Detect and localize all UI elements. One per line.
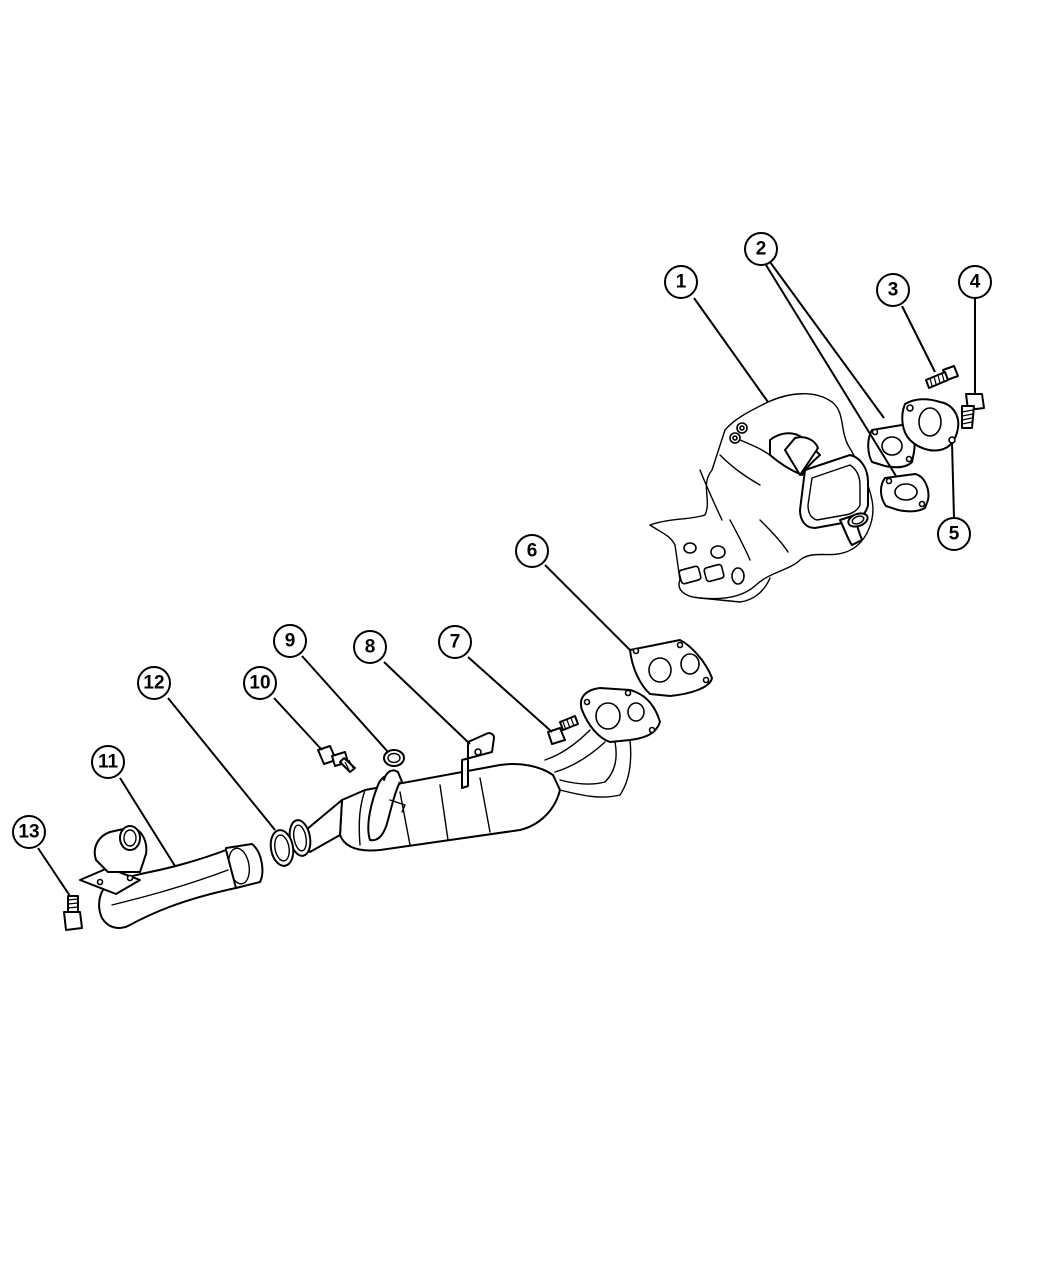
callout-8: 8 (353, 630, 387, 664)
callout-2: 2 (744, 232, 778, 266)
bolt-13-part (63, 895, 83, 931)
leader-8 (383, 661, 471, 745)
callout-9: 9 (273, 624, 307, 658)
leader-3 (901, 305, 936, 373)
callout-1-label: 1 (676, 272, 687, 293)
callout-1: 1 (664, 265, 698, 299)
callout-4: 4 (958, 265, 992, 299)
callout-2-label: 2 (756, 239, 767, 260)
callout-12-label: 12 (143, 673, 164, 694)
leader-11 (119, 777, 176, 867)
callout-9-label: 9 (285, 631, 296, 652)
callouts: 1 2 3 4 5 6 7 8 (12, 232, 992, 849)
sensor-10-part (317, 745, 356, 773)
leader-13 (37, 847, 71, 897)
leader-9 (301, 655, 389, 753)
callout-3-label: 3 (888, 280, 899, 301)
leader-12 (167, 697, 276, 831)
callout-5-label: 5 (949, 524, 960, 545)
callout-4-label: 4 (970, 272, 981, 293)
bolt-4-part (961, 393, 985, 429)
leader-10 (273, 697, 323, 751)
callout-10-label: 10 (249, 673, 270, 694)
callout-11: 11 (91, 745, 125, 779)
callout-7-label: 7 (450, 632, 461, 653)
callout-12: 12 (137, 666, 171, 700)
callout-11-label: 11 (98, 752, 119, 773)
o-ring-9-part (383, 749, 405, 767)
leader-6 (544, 564, 631, 651)
callout-3: 3 (876, 273, 910, 307)
exhaust-manifold-part (649, 393, 874, 603)
callout-6-label: 6 (527, 541, 538, 562)
manifold-gasket-part (629, 639, 713, 697)
stud-7-part (547, 715, 579, 745)
seal-ring-12-part (269, 829, 295, 867)
front-exhaust-pipe-part (79, 825, 264, 929)
gasket-upper-part (867, 424, 916, 469)
catalytic-converter-part (288, 687, 661, 857)
leader-7 (467, 656, 553, 733)
callout-10: 10 (243, 666, 277, 700)
bolt-3-part (925, 365, 959, 389)
gasket-lower-part (880, 473, 930, 513)
leader-lines (37, 261, 976, 897)
leader-5 (951, 441, 955, 519)
callout-6: 6 (515, 534, 549, 568)
callout-13-label: 13 (18, 822, 39, 843)
callout-8-label: 8 (365, 637, 376, 658)
leader-2a (769, 261, 885, 419)
callout-13: 13 (12, 815, 46, 849)
callout-5: 5 (937, 517, 971, 551)
callout-7: 7 (438, 625, 472, 659)
leader-2b (765, 264, 897, 477)
leader-1 (693, 297, 769, 403)
